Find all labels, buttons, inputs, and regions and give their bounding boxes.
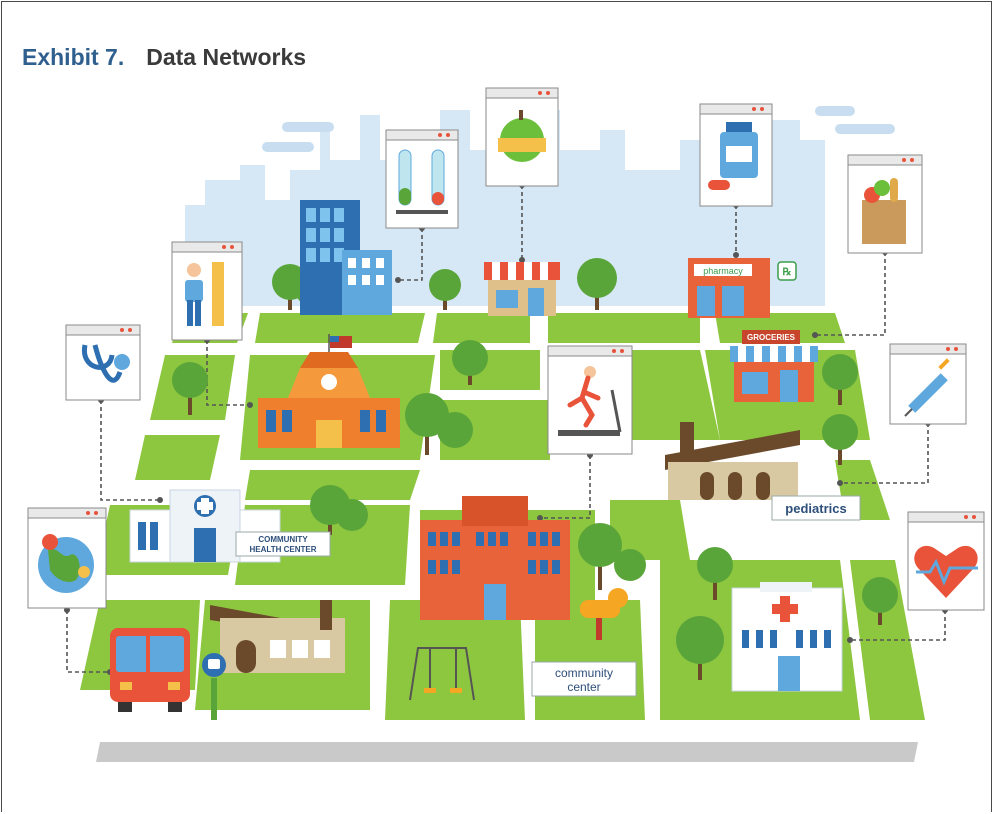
clouds (262, 106, 895, 152)
pediatrics-sign: pediatrics (785, 501, 846, 516)
house (210, 600, 345, 673)
tree (310, 485, 368, 535)
exhibit-title: Exhibit 7. Data Networks (22, 44, 306, 71)
tree (822, 414, 858, 465)
chc-sign-line1: COMMUNITY (258, 535, 308, 544)
tree (405, 393, 473, 455)
syringe-icon (889, 343, 967, 425)
connection-lines (66, 185, 946, 673)
tree (578, 523, 646, 590)
cc-sign-line1: community (555, 666, 613, 680)
heart-rate-icon (907, 511, 985, 611)
ground-shadow (96, 742, 918, 762)
stethoscope-icon (65, 324, 141, 401)
school-building (258, 334, 400, 448)
grocery-bag-icon (847, 154, 923, 254)
market-store (484, 262, 560, 316)
groceries-store: GROCERIES (730, 330, 818, 402)
cc-sign-line2: center (567, 680, 600, 694)
lab-test-tubes-icon (385, 129, 459, 229)
tree (577, 258, 617, 310)
apple-measure-icon (485, 87, 559, 187)
pharmacy-sign: pharmacy (703, 266, 743, 276)
tree (452, 340, 488, 385)
groceries-sign: GROCERIES (747, 333, 796, 342)
tree (697, 547, 733, 600)
exhibit-name: Data Networks (146, 44, 307, 70)
tree (172, 362, 208, 415)
tree (676, 616, 724, 680)
office-tower (300, 200, 392, 315)
swing-set (409, 647, 475, 701)
tree (429, 269, 461, 310)
person-height-icon (171, 241, 243, 341)
pediatrics-building: pediatrics (665, 422, 861, 521)
tree (822, 354, 858, 405)
medicine-bottle-icon (699, 103, 773, 207)
exhibit-number: Exhibit 7. (22, 44, 125, 70)
pharmacy-building: pharmacy ℞ (688, 258, 797, 318)
bus-stop-sign (202, 653, 226, 720)
hospital-building (731, 582, 843, 692)
tree (862, 577, 898, 625)
spring-horse (580, 588, 628, 640)
bus (110, 628, 190, 712)
data-windows (27, 87, 985, 611)
community-health-center: COMMUNITY HEALTH CENTER (129, 489, 331, 563)
chc-sign-line2: HEALTH CENTER (250, 545, 317, 554)
treadmill-icon (547, 345, 633, 455)
trees (172, 258, 898, 680)
svg-text:℞: ℞ (783, 267, 792, 278)
brick-school (420, 496, 570, 620)
globe-location-icon (27, 507, 107, 609)
community-center-sign: community center (531, 661, 637, 697)
